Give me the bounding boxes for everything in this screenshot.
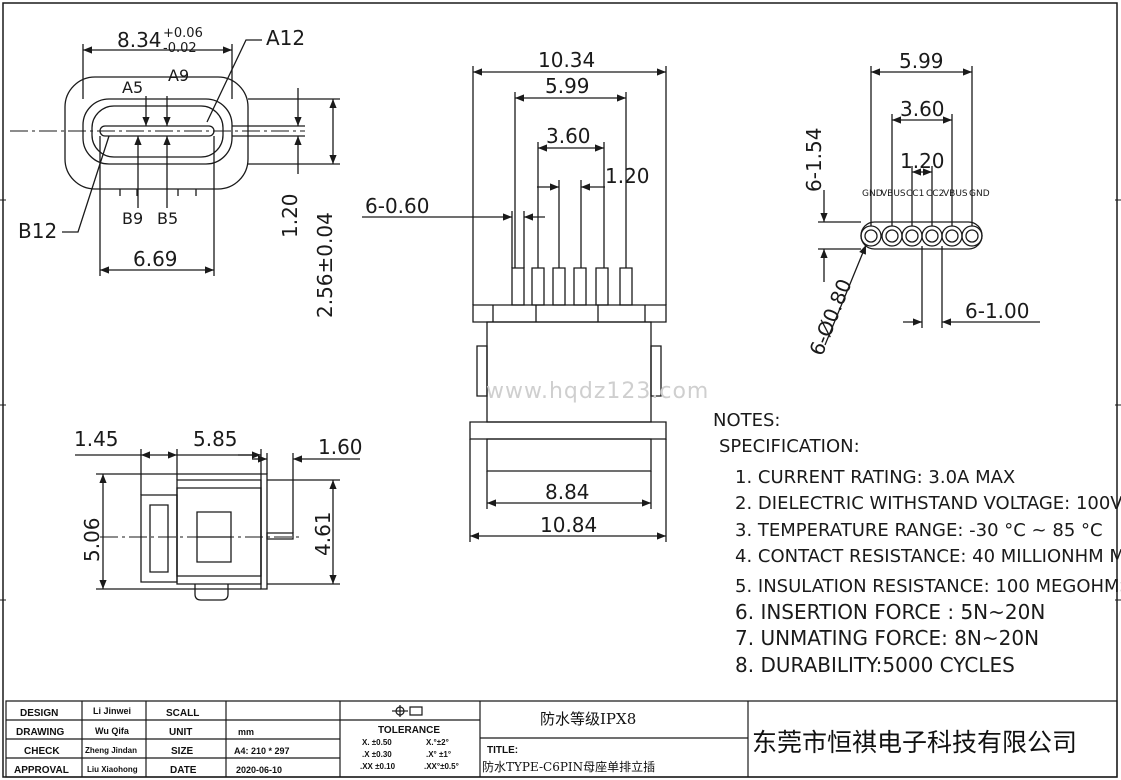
dim-fp-pad-pitch: 6-1.00 — [965, 299, 1029, 323]
bottom-body — [177, 480, 261, 584]
tb-tol-a: X. ±0.50 — [362, 738, 392, 747]
pin-name-2: VBUS — [881, 189, 906, 199]
tb-tol-a: .X ±0.30 — [362, 750, 392, 759]
side-bottom-flange — [470, 422, 666, 439]
dim-inner-height: 1.20 — [278, 193, 302, 238]
dim-total-height: 2.56±0.04 — [313, 212, 337, 318]
tb-value-size: A4: 210 * 297 — [234, 746, 290, 756]
dim-bottom-mid: 5.85 — [193, 427, 238, 451]
notes-block: NOTES: SPECIFICATION: 1. CURRENT RATING:… — [713, 410, 1121, 677]
note-item: 2. DIELECTRIC WITHSTAND VOLTAGE: 100VAC — [735, 493, 1121, 514]
dim-fp-span-outer: 5.99 — [899, 49, 944, 73]
tb-tol-b: .X° ±1° — [426, 750, 451, 759]
dim-fp-span-inner: 1.20 — [900, 149, 945, 173]
tb-name-approval: Liu Xiaohong — [87, 765, 138, 774]
tb-title-label: TITLE: — [487, 745, 518, 756]
front-outer-shell — [65, 77, 248, 189]
dim-side-pin-span: 5.99 — [545, 74, 590, 98]
tb-name-design: Li Jinwei — [93, 706, 131, 716]
tb-key-size: SIZE — [171, 746, 194, 757]
side-view — [362, 66, 666, 542]
dim-side-pitch: 1.20 — [605, 164, 650, 188]
tb-label-check: CHECK — [24, 746, 60, 757]
dim-side-pin-width: 6-0.60 — [365, 194, 429, 218]
tb-key-date: DATE — [170, 765, 197, 776]
footprint-view — [818, 66, 1040, 345]
tb-label-drawing: DRAWING — [16, 727, 65, 738]
pin-label-a5: A5 — [122, 78, 143, 97]
pad-5 — [942, 226, 962, 246]
tb-tol-b: .XX°±0.5° — [424, 762, 459, 771]
dim-side-mid-span: 3.60 — [546, 124, 591, 148]
dim-side-body-width: 8.84 — [545, 480, 590, 504]
note-item: 8. DURABILITY:5000 CYCLES — [735, 653, 1015, 677]
note-item: 5. INSULATION RESISTANCE: 100 MEGOHMS MI… — [735, 576, 1121, 597]
note-item: 7. UNMATING FORCE: 8N~20N — [735, 626, 1039, 650]
dim-fp-hole-dia: 6-Ø0.80 — [804, 276, 856, 359]
notes-title: NOTES: — [713, 410, 781, 431]
bottom-view — [75, 449, 360, 600]
pin-label-a12: A12 — [266, 26, 305, 50]
pin-label-a9: A9 — [168, 66, 189, 85]
dim-bottom-right: 1.60 — [318, 435, 363, 459]
title-block-text: DESIGN DRAWING CHECK APPROVAL Li Jinwei … — [14, 706, 1077, 776]
bottom-pin — [267, 533, 293, 539]
note-item: 1. CURRENT RATING: 3.0A MAX — [735, 467, 1015, 488]
tb-company: 东莞市恒祺电子科技有限公司 — [752, 728, 1077, 757]
tb-tol-b: X.°±2° — [426, 738, 449, 747]
tb-title-value: 防水TYPE-C6PIN母座单排立插 — [482, 759, 655, 774]
pin-label-b9: B9 — [122, 209, 143, 228]
pin-label-b12: B12 — [18, 219, 57, 243]
pad-2 — [882, 226, 902, 246]
pin-name-3: CC1 — [906, 189, 924, 199]
tb-tol-a: .XX ±0.10 — [360, 762, 396, 771]
tb-product-grade: 防水等级IPX8 — [540, 710, 636, 728]
note-item: 3. TEMPERATURE RANGE: -30 °C ~ 85 °C — [735, 520, 1103, 541]
tb-name-drawing: Wu Qifa — [95, 726, 130, 736]
tb-tolerance-title: TOLERANCE — [378, 725, 440, 736]
title-block — [6, 701, 1117, 777]
pin-name-5: VBUS — [943, 189, 968, 199]
pin-name-1: GND — [862, 189, 883, 199]
tb-value-date: 2020-06-10 — [236, 765, 282, 775]
dim-width-8-34: 8.34 — [117, 28, 162, 52]
dim-inner-width: 6.69 — [133, 247, 178, 271]
dim-fp-span-mid: 3.60 — [900, 97, 945, 121]
front-view-labels: 8.34 +0.06 -0.02 A12 A5 A9 B12 B9 B5 6.6… — [18, 26, 337, 318]
pad-4 — [922, 226, 942, 246]
dim-bottom-height-outer: 5.06 — [80, 517, 104, 562]
pad-3 — [902, 226, 922, 246]
pad-6 — [962, 226, 982, 246]
dim-width-tol-minus: -0.02 — [163, 41, 197, 56]
pin-name-4: CC2 — [926, 189, 944, 199]
note-item: 6. INSERTION FORCE : 5N~20N — [735, 600, 1045, 624]
dim-bottom-left: 1.45 — [74, 427, 119, 451]
note-item: 4. CONTACT RESISTANCE: 40 MILLIONHM MAX — [735, 546, 1121, 567]
tb-key-unit: UNIT — [169, 727, 192, 738]
pad-1 — [861, 226, 881, 246]
side-view-labels: 10.34 5.99 3.60 1.20 6-0.60 8.84 10.84 — [365, 48, 650, 537]
dim-side-width-top: 10.34 — [538, 48, 595, 72]
dim-fp-slot-length: 6-1.54 — [802, 128, 826, 192]
dim-width-tol-plus: +0.06 — [163, 26, 203, 41]
tb-value-unit: mm — [238, 727, 254, 737]
tb-name-check: Zheng Jindan — [85, 746, 137, 755]
footprint-labels: 5.99 3.60 1.20 6-1.54 6-Ø0.80 6-1.00 GND… — [802, 49, 1029, 359]
front-view — [10, 40, 340, 276]
dim-bottom-height-inner: 4.61 — [311, 511, 335, 556]
side-top-flange — [473, 305, 666, 322]
bottom-flange — [141, 495, 177, 582]
pin-label-b5: B5 — [157, 209, 178, 228]
tb-label-approval: APPROVAL — [14, 765, 69, 776]
notes-spec: SPECIFICATION: — [719, 436, 860, 457]
dim-side-flange-width: 10.84 — [540, 513, 597, 537]
tb-key-scall: SCALL — [166, 708, 199, 719]
tb-label-design: DESIGN — [20, 708, 58, 719]
pin-name-6: GND — [969, 189, 990, 199]
bottom-view-labels: 1.45 5.85 1.60 5.06 4.61 — [74, 427, 363, 562]
watermark: www.hqdz123.com — [486, 379, 709, 404]
side-body — [487, 322, 651, 422]
